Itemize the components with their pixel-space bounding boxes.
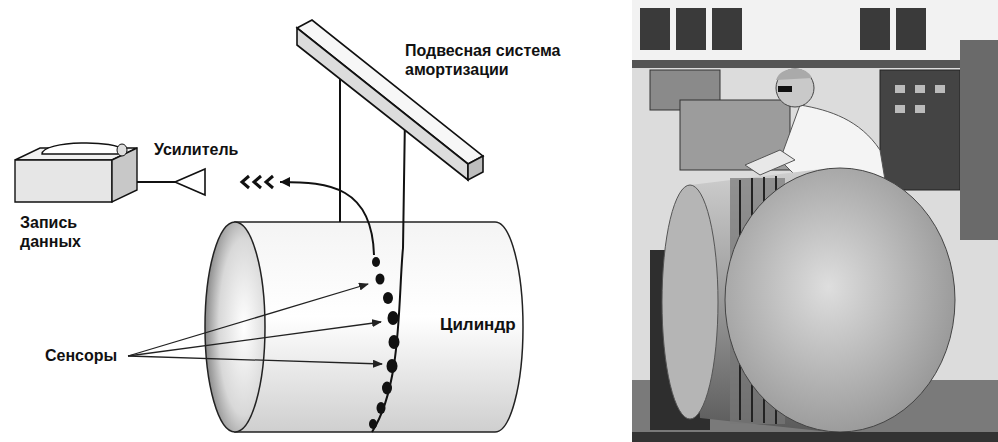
node-label: Подвесная система амортизации xyxy=(405,41,583,79)
leader-arrows xyxy=(128,284,382,364)
node-label: Цилиндр xyxy=(440,315,516,335)
node-shape xyxy=(292,15,592,185)
cylinder-drawing xyxy=(205,222,523,432)
photo xyxy=(632,0,998,442)
recorder-box: Запись данных xyxy=(12,140,147,265)
suspension-beam: Подвесная система амортизации xyxy=(292,15,592,185)
sensor-dots xyxy=(369,257,400,429)
cylinder-body: Цилиндр xyxy=(200,215,530,437)
amplifier-symbol: Усилитель xyxy=(150,138,250,200)
sling-wire xyxy=(372,116,405,432)
part-label: Сенсоры xyxy=(45,346,117,365)
connector xyxy=(242,176,374,255)
node-label: Запись данных xyxy=(20,213,105,251)
node-label: Усилитель xyxy=(154,140,238,159)
connector xyxy=(340,79,341,222)
